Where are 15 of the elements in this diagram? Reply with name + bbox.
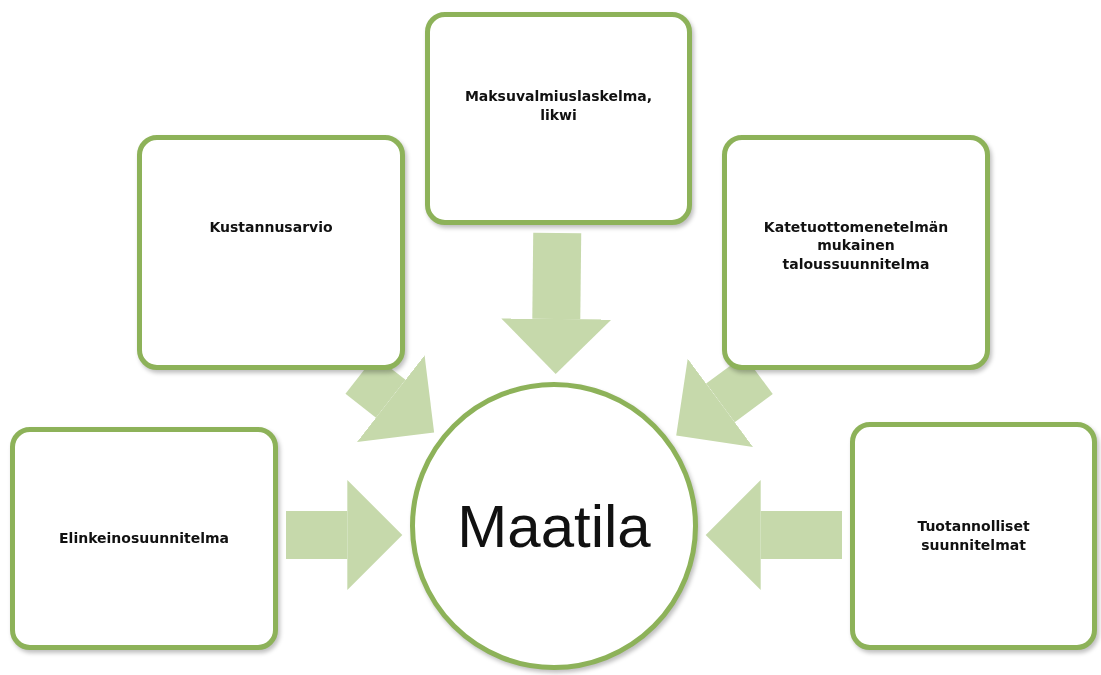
box-label: Katetuottomenetelmän mukainen taloussuunnitelma xyxy=(762,217,950,275)
center-label: Maatila xyxy=(457,491,651,562)
box-label: Elinkeinosuunnitelma xyxy=(59,529,229,548)
rounded-box xyxy=(722,135,990,370)
block-arrow xyxy=(345,355,435,443)
box-label: Maksuvalmiuslaskelma, likwi xyxy=(463,87,654,126)
rounded-box xyxy=(425,12,692,225)
block-arrow xyxy=(705,480,842,590)
rounded-box xyxy=(10,427,278,650)
block-arrow xyxy=(286,480,403,590)
block-arrow xyxy=(501,232,612,374)
rounded-box xyxy=(137,135,405,370)
box-label: Kustannusarvio xyxy=(209,217,333,237)
rounded-box xyxy=(850,422,1097,650)
box-label: Tuotannolliset suunnitelmat xyxy=(916,517,1031,555)
